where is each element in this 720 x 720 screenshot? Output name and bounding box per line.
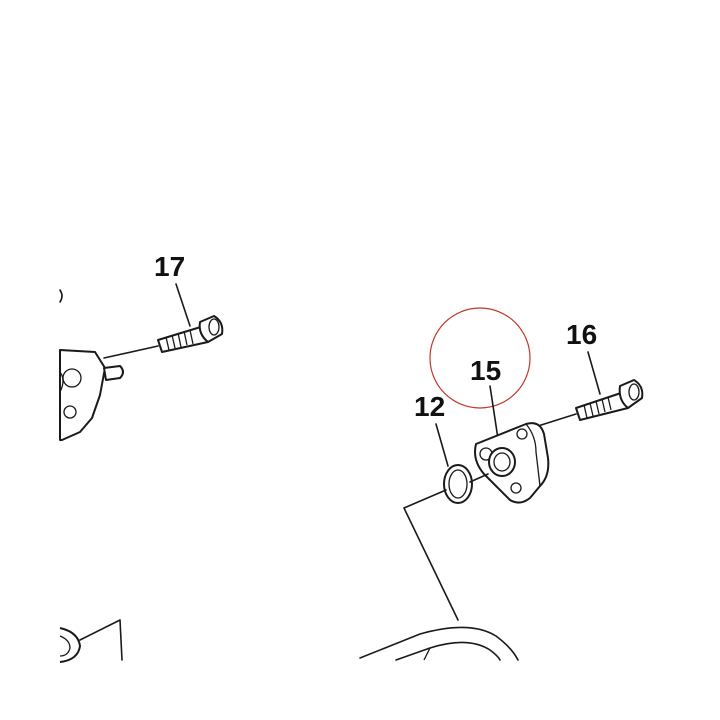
callout-12: 12: [414, 391, 445, 422]
o-ring-12: [443, 464, 473, 504]
highlight-circle-15: [429, 307, 531, 409]
leader-12: [435, 423, 449, 467]
bolt-17: [103, 315, 224, 359]
callout-16: 16: [566, 319, 597, 350]
bottom-left-ring-fragment: [59, 619, 123, 663]
leader-17: [175, 283, 191, 327]
callout-15: 15: [470, 355, 501, 386]
leader-16: [587, 351, 601, 395]
left-flange-assembly: [59, 289, 124, 441]
leader-flange-to-ring: [469, 473, 489, 483]
callout-17: 17: [154, 251, 185, 282]
flange-15: [474, 422, 550, 504]
bolt-16: [537, 379, 644, 427]
leader-ring-to-housing: [403, 489, 459, 621]
housing-fragment: [359, 626, 519, 661]
